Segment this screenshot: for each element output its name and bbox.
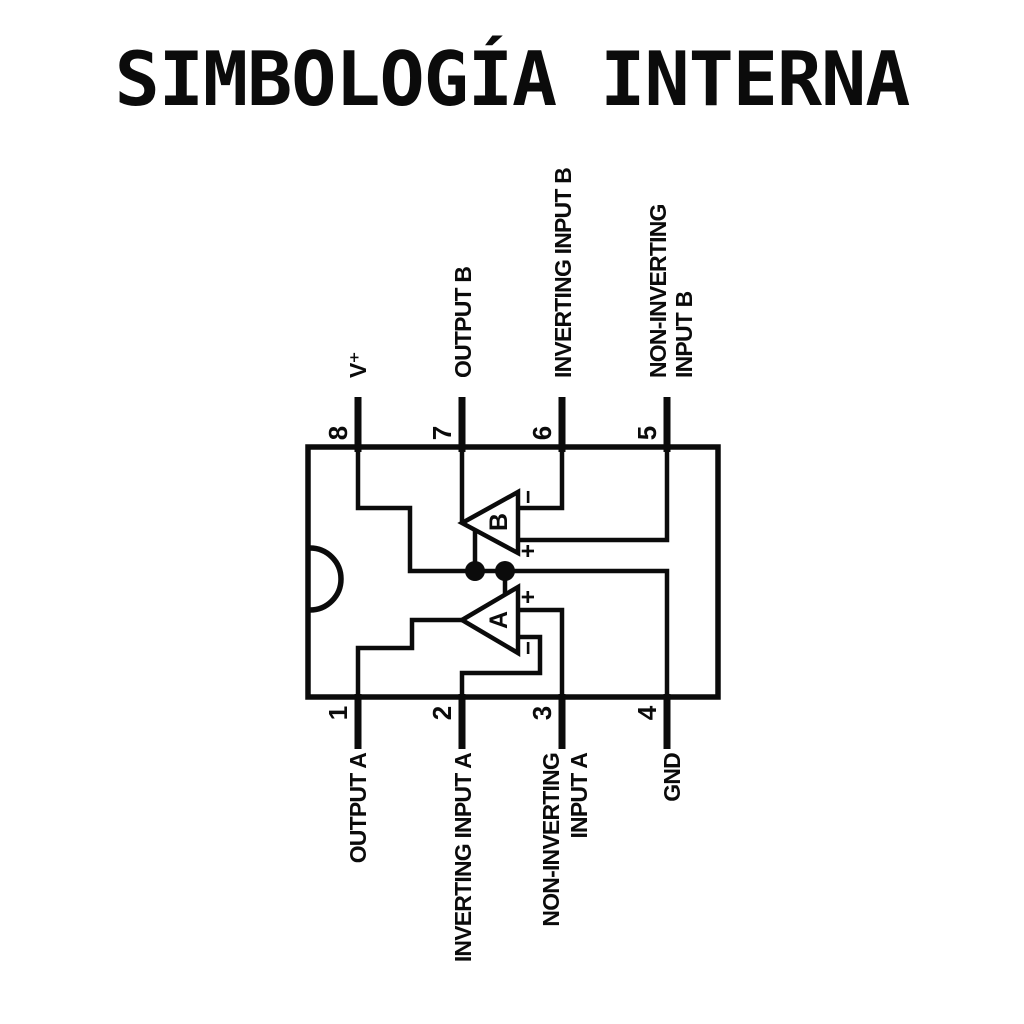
opamp-b-plus-sign: +: [515, 544, 542, 558]
wire-noninverting-a: [518, 607, 565, 696]
pin-6-number: 6: [527, 426, 557, 440]
opamp-a-triangle: [457, 583, 521, 657]
junction-dot-a: [495, 561, 515, 581]
pin-2-number: 2: [427, 706, 457, 720]
pin-7-label: OUTPUT B: [450, 267, 476, 378]
pin-3-label-line1: NON-INVERTING: [538, 753, 564, 927]
opamp-a-minus-sign: −: [515, 641, 542, 655]
wire-vplus-rail: [355, 450, 670, 696]
wire-inverting-a: [459, 634, 543, 696]
pin-3-label-line2: INPUT A: [566, 753, 592, 839]
pin-4-label: GND: [659, 753, 685, 802]
pin-7-number: 7: [427, 426, 457, 440]
wire-noninverting-b: [518, 450, 670, 543]
opamp-a-label: A: [485, 611, 513, 629]
pin-1-number: 1: [323, 706, 353, 720]
opamp-b-triangle: [457, 488, 521, 557]
pin-2-label: INVERTING INPUT A: [450, 753, 476, 962]
pin-1-label: OUTPUT A: [345, 753, 371, 863]
opamp-b-label: B: [485, 513, 513, 531]
opamp-a-plus-sign: +: [515, 590, 542, 604]
wire-output-a: [355, 617, 462, 696]
pin-8-label: V⁺: [345, 352, 371, 378]
pin-5-number: 5: [632, 426, 662, 440]
pin-4-number: 4: [632, 705, 662, 720]
pin-6-label: INVERTING INPUT B: [550, 168, 576, 378]
chip-body: [305, 444, 721, 700]
opamp-b-minus-sign: −: [515, 490, 542, 504]
junction-dot-b: [465, 561, 485, 581]
wire-inverting-b: [518, 450, 565, 511]
pin-8-number: 8: [323, 426, 353, 440]
pin-3-number: 3: [527, 706, 557, 720]
page-title: SIMBOLOGÍA INTERNA: [114, 35, 911, 123]
notch-icon: [309, 545, 344, 613]
pin-5-label-line1: NON-INVERTING: [645, 204, 671, 378]
pin-5-label-line2: INPUT B: [671, 291, 697, 378]
